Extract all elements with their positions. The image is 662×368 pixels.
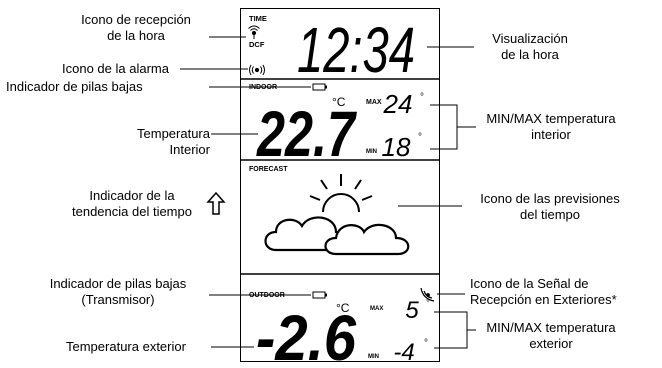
callout-indoor-temp-line2: Interior: [169, 142, 210, 157]
trend-arrow-icon: [206, 191, 226, 215]
callout-minmax-outdoor-line2: exterior: [529, 336, 573, 351]
callout-outdoor-temp: Temperatura exterior: [66, 339, 186, 354]
outdoor-max-degree: °: [426, 298, 430, 309]
outdoor-min-value: -4: [393, 339, 414, 366]
callout-time-display-line1: Visualización: [492, 31, 568, 46]
callout-minmax-indoor-line1: MIN/MAX temperatura: [486, 111, 616, 126]
callout-minmax-outdoor: MIN/MAX temperatura exterior: [476, 320, 626, 352]
callout-trend-line2: tendencia del tiempo: [72, 204, 192, 219]
forecast-sun-icon: [309, 174, 373, 213]
callout-forecast-icon: Icono de las previsiones del tiempo: [462, 191, 638, 223]
callout-low-battery-transmitter: Indicador de pilas bajas (Transmisor): [30, 276, 206, 308]
callout-time-reception-line2: de la hora: [107, 28, 165, 43]
outdoor-max-tag: MAX: [370, 306, 383, 312]
indoor-min-tag: MIN: [366, 149, 377, 155]
callout-outdoor-signal-line2: Recepción en Exteriores*: [470, 292, 617, 307]
low-battery-transmitter-tip: [325, 293, 327, 297]
outdoor-temp-value: -2.6: [256, 302, 356, 368]
outdoor-min-degree: °: [424, 338, 428, 349]
callout-low-battery-tx-line1: Indicador de pilas bajas: [49, 276, 187, 291]
callout-low-battery-tx-line2: (Transmisor): [81, 292, 155, 307]
callout-forecast-line1: Icono de las previsiones: [480, 191, 620, 206]
callout-low-battery: Indicador de pilas bajas: [6, 79, 143, 94]
callout-indoor-temp-line1: Temperatura: [137, 126, 210, 141]
callout-trend: Indicador de la tendencia del tiempo: [60, 188, 204, 220]
indoor-unit: °C: [332, 95, 346, 109]
outdoor-signal-icon: [420, 287, 435, 302]
callout-trend-line1: Indicador de la: [89, 188, 175, 203]
indoor-min-degree: °: [418, 132, 422, 143]
indoor-min-value: 18: [382, 132, 411, 162]
indoor-max-tag: MAX: [366, 99, 382, 106]
forecast-tag: FORECAST: [249, 166, 288, 173]
indoor-max-value: 24: [383, 89, 413, 119]
low-battery-tip: [325, 85, 327, 89]
indoor-max-degree: °: [420, 92, 424, 103]
callout-minmax-indoor-line2: interior: [531, 127, 571, 142]
outdoor-unit: °C: [336, 301, 350, 315]
callout-indoor-temp: Temperatura Interior: [110, 126, 210, 158]
time-tag: TIME: [249, 14, 267, 23]
outdoor-max-value: 5: [405, 297, 419, 324]
callout-time-display: Visualización de la hora: [474, 31, 586, 63]
outdoor-min-tag: MIN: [368, 354, 379, 360]
callout-lines: [180, 36, 476, 349]
callout-time-reception-icon: Icono de recepción de la hora: [64, 12, 208, 44]
callout-outdoor-signal: Icono de la Señal de Recepción en Exteri…: [470, 276, 617, 308]
low-battery-transmitter-icon: [312, 291, 326, 299]
callout-forecast-line2: del tiempo: [520, 207, 580, 222]
callout-minmax-indoor: MIN/MAX temperatura interior: [476, 111, 626, 143]
indoor-temp-value: 22.7: [256, 98, 357, 170]
callout-minmax-outdoor-line1: MIN/MAX temperatura: [486, 320, 616, 335]
callout-time-display-line2: de la hora: [501, 47, 559, 62]
time-reception-icon: [248, 25, 260, 39]
forecast-cloud-right-icon: [324, 223, 410, 256]
alarm-icon: [249, 64, 265, 76]
callout-alarm-icon: Icono de la alarma: [62, 61, 169, 76]
callout-outdoor-signal-line1: Icono de la Señal de: [470, 276, 589, 291]
lcd-display-frame: [240, 8, 440, 362]
dcf-tag: DCF: [249, 40, 265, 49]
callout-time-reception-line1: Icono de recepción: [81, 12, 191, 27]
time-value: 12:34: [297, 14, 415, 86]
